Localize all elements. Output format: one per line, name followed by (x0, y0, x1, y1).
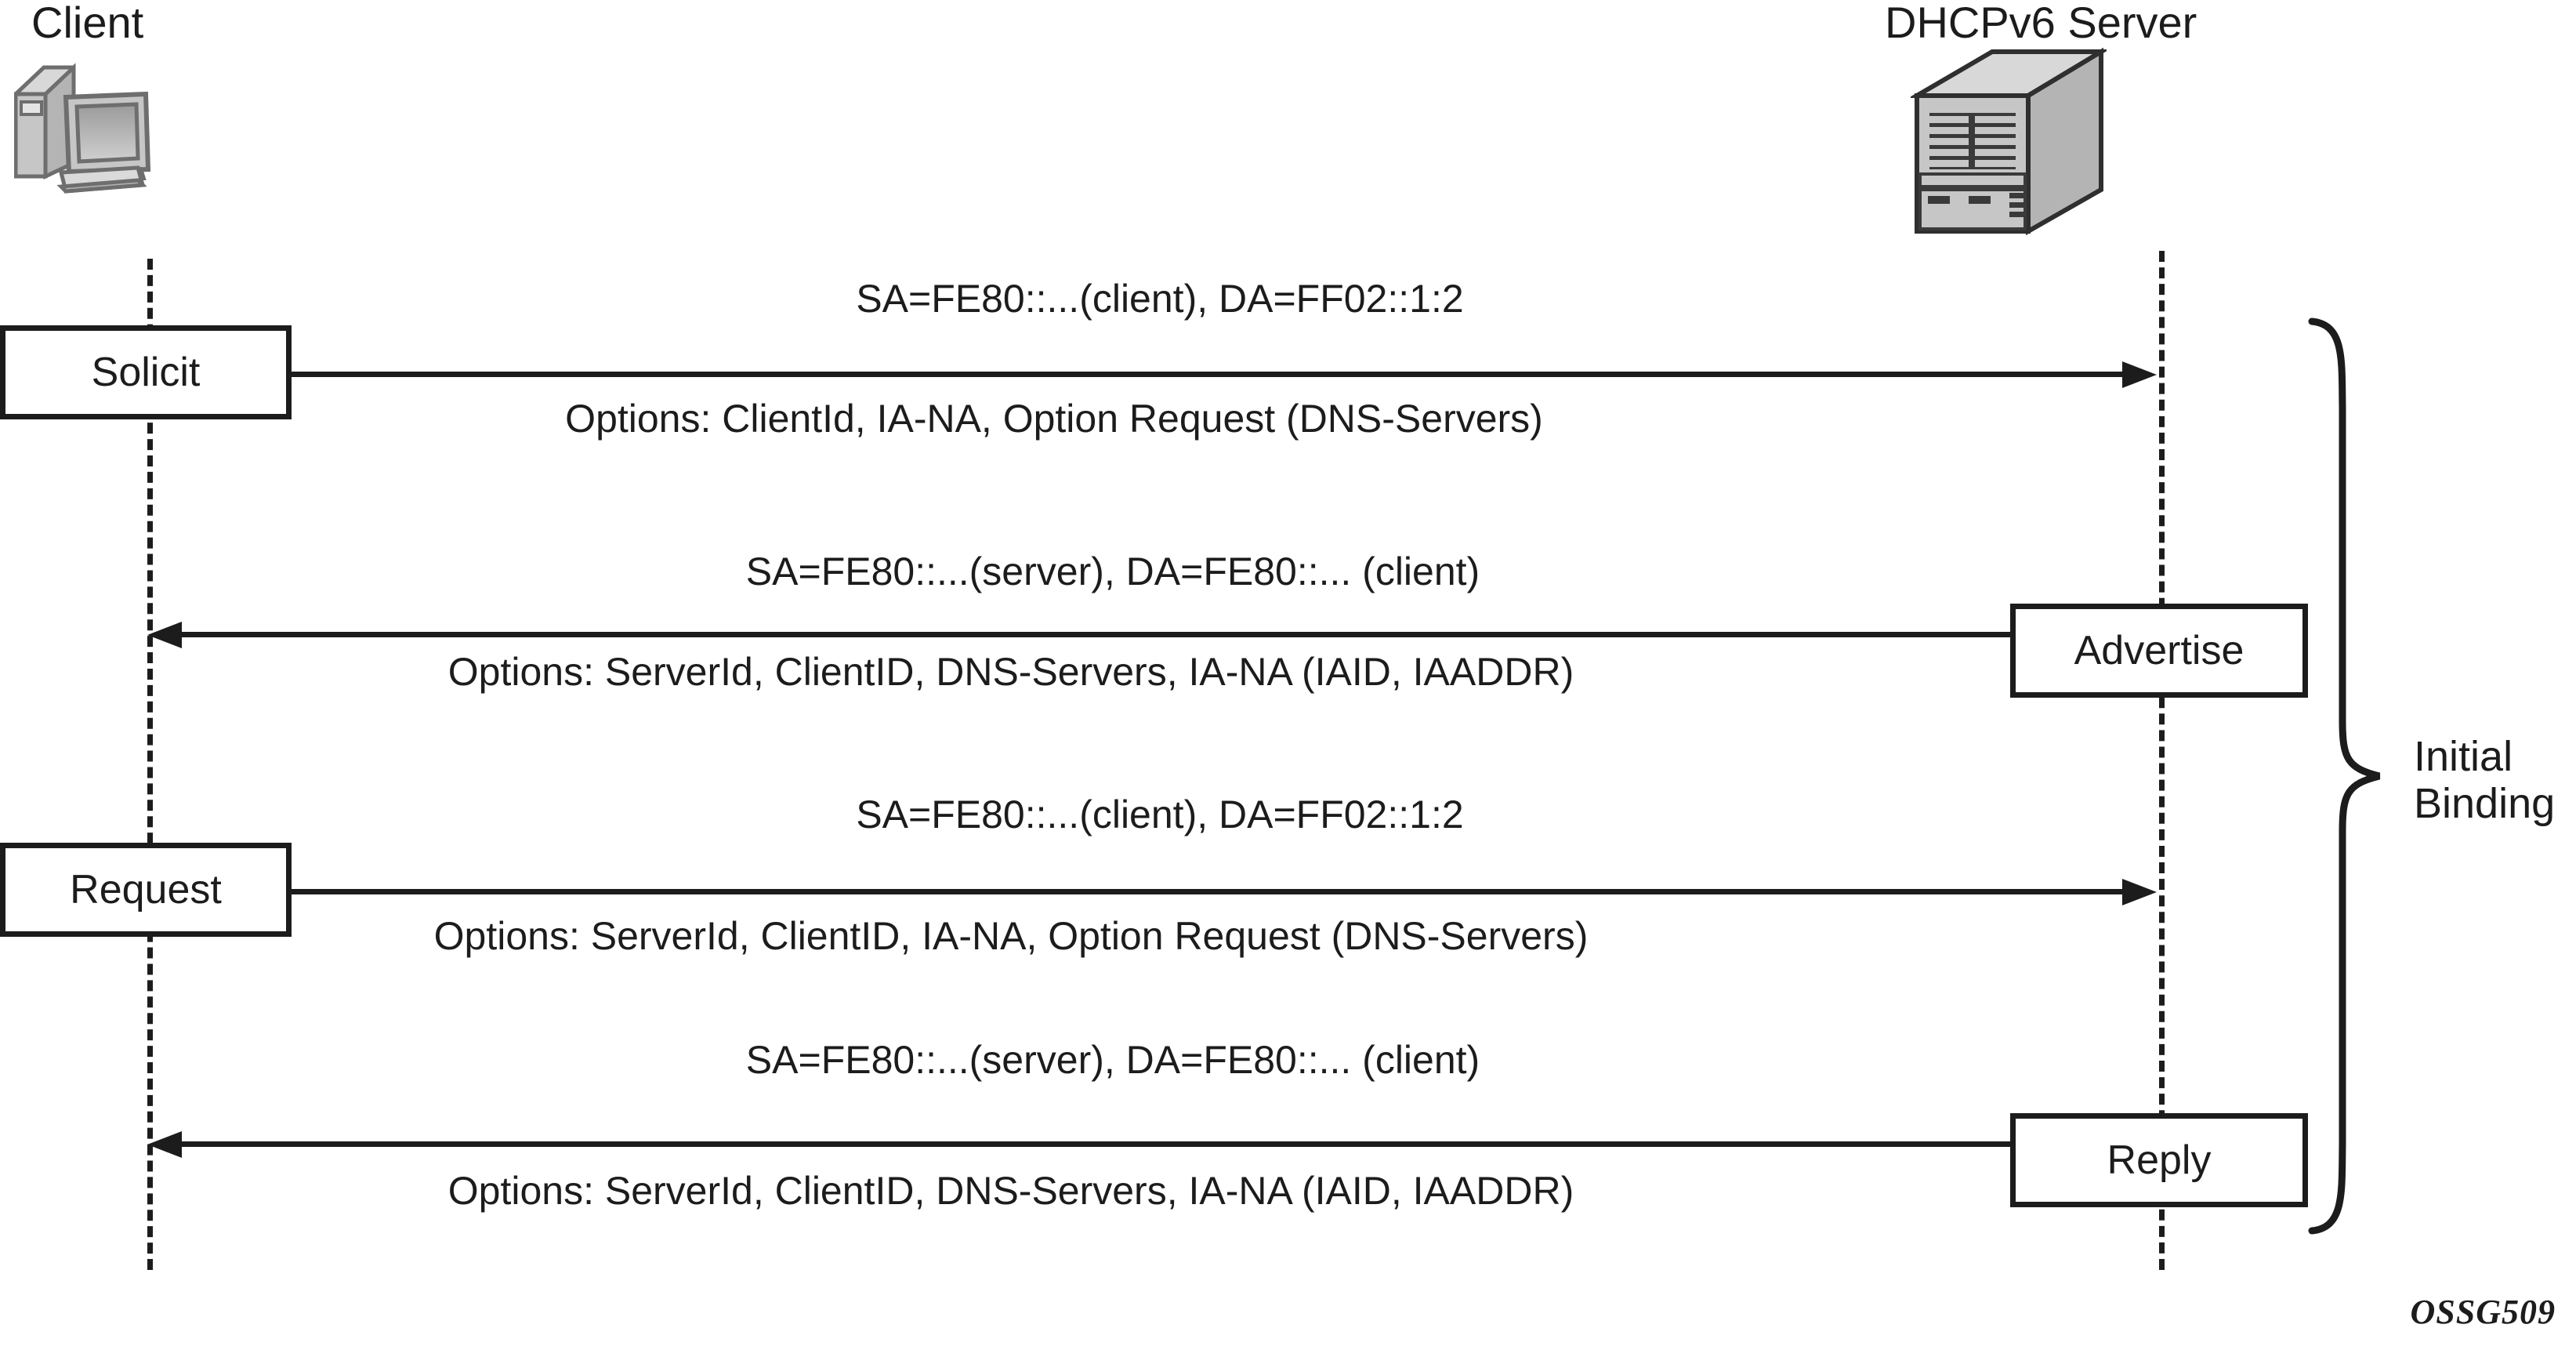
client-title: Client (31, 0, 144, 47)
message-options-advertise: Options: ServerId, ClientID, DNS-Servers… (447, 650, 1574, 694)
message-options-reply: Options: ServerId, ClientID, DNS-Servers… (447, 1169, 1574, 1213)
message-options-request: Options: ServerId, ClientID, IA-NA, Opti… (433, 914, 1589, 958)
message-addresses-advertise: SA=FE80::...(server), DA=FE80::... (clie… (745, 550, 1480, 593)
initial-binding-label-line1: Initial (2414, 733, 2513, 780)
arrowhead-right-request (2122, 879, 2157, 905)
server-title: DHCPv6 Server (1885, 0, 2197, 47)
message-box-advertise[interactable]: Advertise (2010, 604, 2308, 698)
initial-binding-label: Initial Binding (2414, 733, 2555, 828)
message-addresses-solicit: SA=FE80::...(client), DA=FF02::1:2 (856, 277, 1464, 321)
arrowhead-left-reply (147, 1131, 182, 1158)
server-lifeline (2159, 251, 2165, 1270)
figure-id-watermark: OSSG509 (2410, 1293, 2556, 1331)
initial-binding-label-line2: Binding (2414, 780, 2556, 828)
message-addresses-reply: SA=FE80::...(server), DA=FE80::... (clie… (745, 1038, 1480, 1082)
initial-binding-brace (2308, 317, 2381, 1235)
arrow-line-solicit (292, 372, 2125, 377)
message-options-solicit: Options: ClientId, IA-NA, Option Request… (565, 397, 1543, 441)
arrow-line-advertise (182, 632, 2013, 637)
message-box-request[interactable]: Request (0, 843, 292, 937)
arrow-line-reply (182, 1141, 2013, 1147)
arrowhead-left-advertise (147, 622, 182, 648)
rack-server-icon (1911, 47, 2107, 236)
desktop-computer-icon (14, 63, 151, 194)
message-addresses-request: SA=FE80::...(client), DA=FF02::1:2 (856, 793, 1464, 836)
message-box-reply[interactable]: Reply (2010, 1113, 2308, 1207)
message-box-solicit[interactable]: Solicit (0, 325, 292, 419)
client-lifeline (147, 259, 153, 1270)
arrowhead-right-solicit (2122, 361, 2157, 388)
arrow-line-request (292, 889, 2125, 894)
